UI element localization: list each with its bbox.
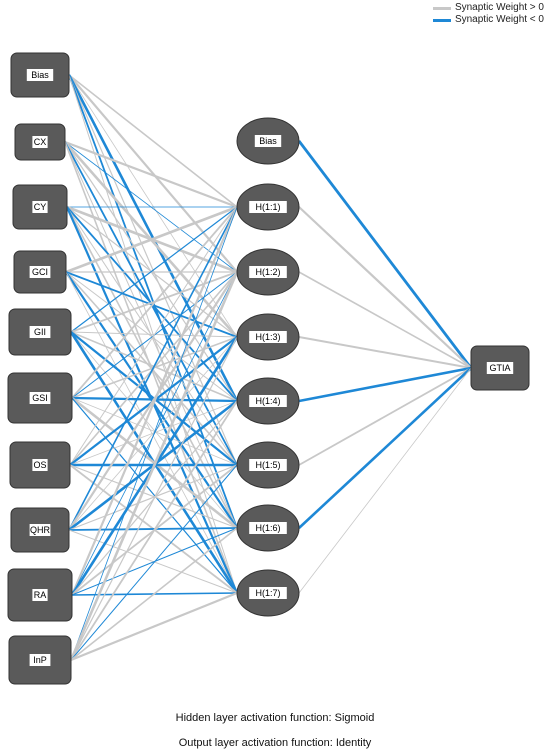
svg-text:Bias: Bias [259, 136, 277, 146]
connection-hidden-to-output [298, 367, 472, 594]
connection-input-to-hidden [70, 206, 238, 661]
svg-text:H(1:4): H(1:4) [255, 396, 280, 406]
svg-text:GTIA: GTIA [489, 363, 510, 373]
connection-hidden-to-output [298, 367, 472, 466]
connection-input-to-hidden [68, 74, 238, 338]
svg-text:OS: OS [33, 460, 46, 470]
svg-text:H(1:5): H(1:5) [255, 460, 280, 470]
input-node-label: GSI [29, 392, 51, 404]
hidden-node-label: H(1:6) [249, 522, 287, 534]
legend-positive-label: Synaptic Weight > 0 [454, 2, 544, 13]
connection-hidden-to-output [298, 366, 472, 403]
connection-hidden-to-output [298, 206, 472, 369]
positive-weight-swatch [432, 6, 451, 10]
svg-text:RA: RA [34, 590, 47, 600]
connection-input-to-hidden [69, 271, 239, 661]
input-node-label: CX [32, 136, 48, 148]
hidden-node-label: H(1:2) [249, 266, 287, 278]
synaptic-connections [64, 74, 473, 662]
connection-input-to-hidden [65, 205, 238, 274]
svg-text:H(1:7): H(1:7) [255, 588, 280, 598]
svg-text:GII: GII [34, 327, 46, 337]
hidden-node-label: H(1:7) [249, 587, 287, 599]
hidden-node-label: H(1:5) [249, 459, 287, 471]
connection-hidden-to-output [298, 336, 472, 369]
svg-text:H(1:3): H(1:3) [255, 332, 280, 342]
input-node-label: CY [32, 201, 48, 213]
hidden-node-label: H(1:4) [249, 395, 287, 407]
connection-input-to-hidden [65, 271, 238, 338]
input-node-label: OS [32, 459, 48, 471]
connection-input-to-hidden [68, 74, 238, 208]
connection-input-to-hidden [68, 271, 238, 531]
connection-input-to-hidden [70, 206, 239, 596]
connection-input-to-hidden [65, 271, 238, 594]
svg-text:GSI: GSI [32, 393, 48, 403]
svg-text:Bias: Bias [31, 70, 49, 80]
input-node-label: QHR [29, 524, 51, 536]
connection-input-to-hidden [68, 529, 238, 594]
hidden-node-label: Bias [254, 135, 282, 147]
connection-input-to-hidden [70, 400, 238, 661]
connection-hidden-to-output [298, 271, 472, 369]
connection-hidden-to-output [297, 140, 473, 369]
connection-input-to-hidden [69, 206, 238, 466]
svg-text:H(1:2): H(1:2) [255, 267, 280, 277]
svg-text:H(1:6): H(1:6) [255, 523, 280, 533]
output-activation-note: Output layer activation function: Identi… [178, 737, 372, 749]
output-node-label: GTIA [486, 362, 514, 374]
svg-text:CY: CY [34, 202, 47, 212]
connection-input-to-hidden [70, 464, 238, 661]
input-node-label: RA [32, 589, 48, 601]
connection-input-to-hidden [70, 206, 238, 333]
input-node-label: GII [29, 326, 51, 338]
connection-input-to-hidden [70, 331, 238, 529]
input-node-label: InP [29, 654, 51, 666]
negative-weight-swatch [432, 18, 451, 22]
legend: Synaptic Weight > 0 Synaptic Weight < 0 [432, 2, 544, 26]
connection-input-to-hidden [70, 527, 238, 661]
connection-input-to-hidden [70, 336, 238, 661]
svg-text:H(1:1): H(1:1) [255, 202, 280, 212]
legend-positive: Synaptic Weight > 0 [432, 2, 544, 14]
svg-text:InP: InP [33, 655, 47, 665]
connection-input-to-hidden [70, 591, 238, 662]
hidden-node-label: H(1:1) [249, 201, 287, 213]
legend-negative-label: Synaptic Weight < 0 [454, 14, 544, 25]
connection-input-to-hidden [68, 527, 238, 531]
svg-text:GCI: GCI [32, 267, 48, 277]
network-nodes: BiasCXCYGCIGIIGSIOSQHRRAInPBiasH(1:1)H(1… [7, 52, 530, 685]
connection-hidden-to-output [298, 367, 472, 529]
svg-text:CX: CX [34, 137, 47, 147]
hidden-node-label: H(1:3) [249, 331, 287, 343]
connection-input-to-hidden [68, 464, 238, 531]
connection-input-to-hidden [71, 271, 238, 596]
svg-text:QHR: QHR [30, 525, 51, 535]
hidden-activation-note: Hidden layer activation function: Sigmoi… [175, 712, 375, 724]
legend-negative: Synaptic Weight < 0 [432, 14, 544, 26]
input-node-label: Bias [26, 69, 54, 81]
connection-input-to-hidden [64, 140, 238, 209]
connection-input-to-hidden [68, 206, 238, 531]
connection-input-to-hidden [71, 206, 238, 399]
connection-input-to-hidden [68, 336, 238, 531]
input-node-label: GCI [29, 266, 51, 278]
